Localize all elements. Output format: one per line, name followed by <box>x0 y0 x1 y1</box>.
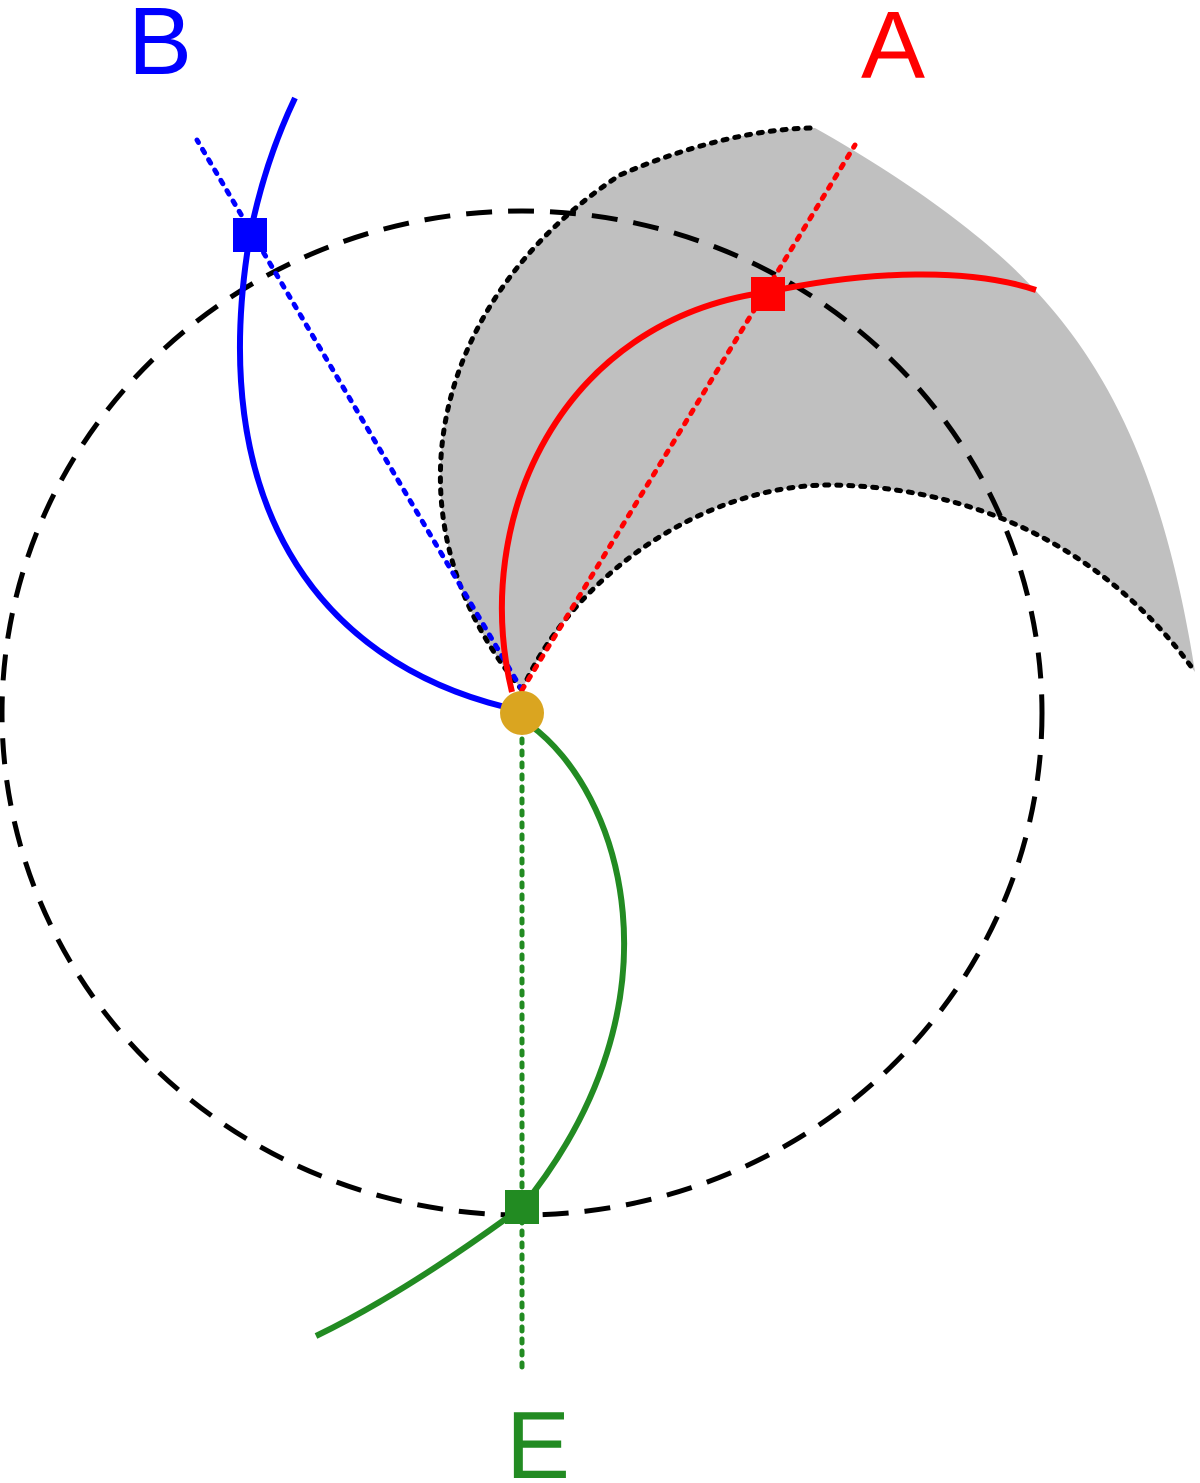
marker-b <box>233 218 267 252</box>
trajectory-e <box>314 722 628 1339</box>
label-a: A <box>861 0 925 99</box>
label-e: E <box>506 1392 570 1483</box>
shaded-region <box>440 128 1196 690</box>
shaded-region-lower-boundary <box>519 482 1198 693</box>
label-b: B <box>128 0 192 95</box>
shaded-region-upper-boundary <box>437 125 818 693</box>
trajectory-b <box>236 96 506 710</box>
trajectory-a <box>498 271 1037 693</box>
marker-e <box>505 1190 539 1224</box>
marker-a <box>751 277 785 311</box>
direction-line-a <box>519 142 858 693</box>
center-point <box>500 691 544 735</box>
